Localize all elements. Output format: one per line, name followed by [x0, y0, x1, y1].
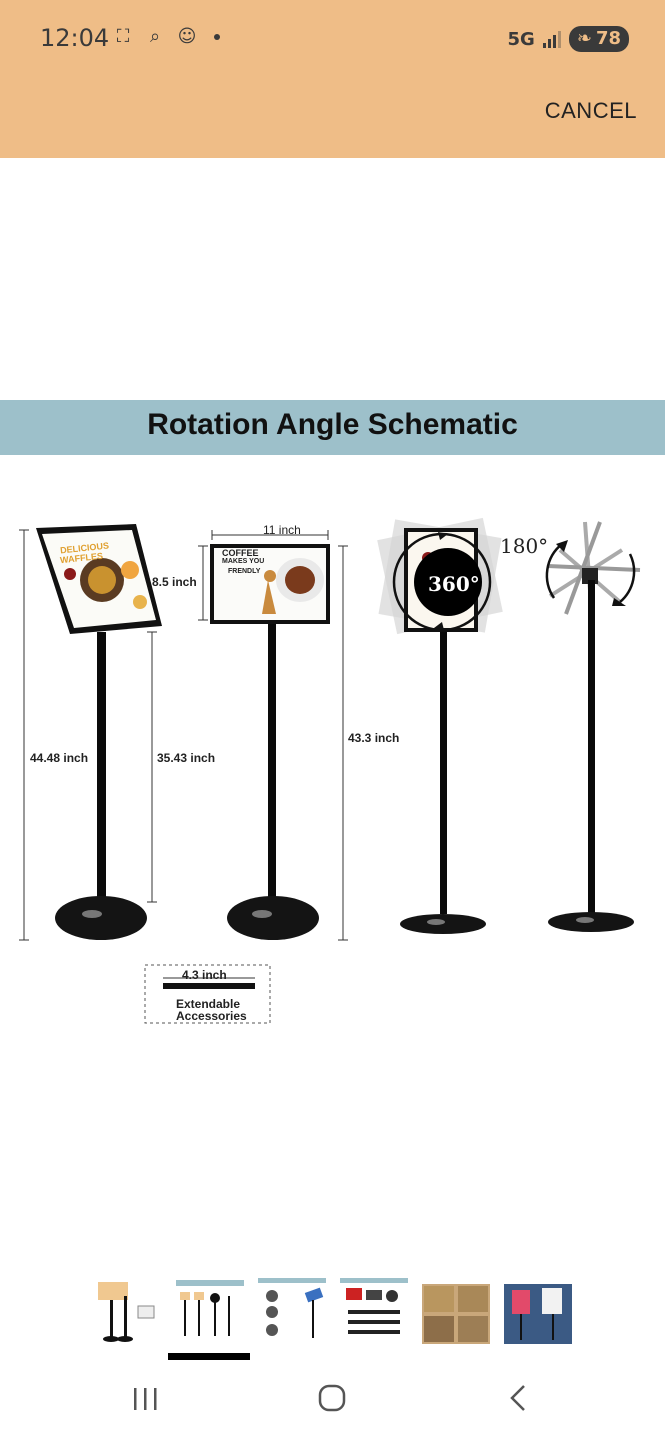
thumbnail-4[interactable] — [340, 1276, 408, 1344]
label-extension-caption-2: Accessories — [176, 1009, 247, 1023]
cancel-button[interactable]: CANCEL — [544, 98, 637, 123]
label-rotate-360: 360° — [428, 572, 480, 596]
thumbnail-6[interactable] — [504, 1276, 572, 1344]
search-sparkle-icon: ⌕ — [149, 26, 161, 47]
screenshot-icon: ⛶ — [116, 26, 130, 47]
battery-indicator: ❧ 78 — [568, 26, 629, 52]
schematic-banner — [0, 400, 665, 455]
thumbnail-strip — [94, 1276, 574, 1346]
label-total-height-right: 43.3 inch — [348, 731, 400, 745]
notification-dot-icon — [214, 34, 220, 40]
product-diagram[interactable]: 44.48 inch 35.43 inch 11 inch 8.5 inch 4… — [0, 510, 665, 1050]
stand-tilted — [19, 524, 162, 941]
stands-illustration — [19, 517, 641, 1024]
label-extension-length: 4.3 inch — [182, 968, 227, 982]
recent-apps-icon[interactable] — [116, 1380, 176, 1420]
signal-icon — [542, 30, 561, 48]
stand-flat — [198, 530, 348, 941]
label-frame-height: 8.5 inch — [152, 575, 197, 589]
system-nav-bar — [0, 1370, 665, 1440]
thumbnail-selected-indicator — [168, 1353, 250, 1360]
status-right: 5G ❧ 78 — [508, 26, 629, 52]
back-icon[interactable] — [488, 1380, 548, 1420]
status-time: 12:04 — [40, 24, 110, 52]
thumbnail-3[interactable] — [258, 1276, 326, 1344]
poster-coffee-line-1: COFFEE — [222, 548, 259, 558]
thumbnail-1[interactable] — [94, 1276, 162, 1344]
home-icon[interactable] — [302, 1380, 362, 1420]
thumbnail-5[interactable] — [422, 1276, 490, 1344]
label-frame-width: 11 inch — [263, 523, 301, 537]
stand-rotate-360 — [377, 517, 503, 934]
thumbnail-2[interactable] — [176, 1276, 244, 1344]
status-icons: ⛶ ⌕ ☺ — [112, 26, 220, 48]
header-bar: 12:04 ⛶ ⌕ ☺ 5G ❧ 78 CANCEL — [0, 0, 665, 158]
network-type: 5G — [507, 28, 535, 50]
poster-coffee-line-2: MAKES YOU — [222, 558, 265, 565]
label-rotate-180: 180° — [500, 534, 549, 558]
battery-level: 78 — [595, 28, 621, 49]
banner-title: Rotation Angle Schematic — [147, 408, 518, 441]
stand-rotate-180 — [545, 521, 641, 932]
extension-accessory — [144, 964, 271, 1024]
label-extension-caption-1: Extendable — [176, 997, 241, 1011]
label-pole-height: 35.43 inch — [157, 751, 216, 765]
label-total-height-left: 44.48 inch — [30, 751, 89, 765]
battery-leaf-icon: ❧ — [576, 28, 592, 49]
poster-coffee-line-3: FRENDLY — [228, 568, 261, 575]
snapchat-icon: ☺ — [177, 26, 197, 47]
